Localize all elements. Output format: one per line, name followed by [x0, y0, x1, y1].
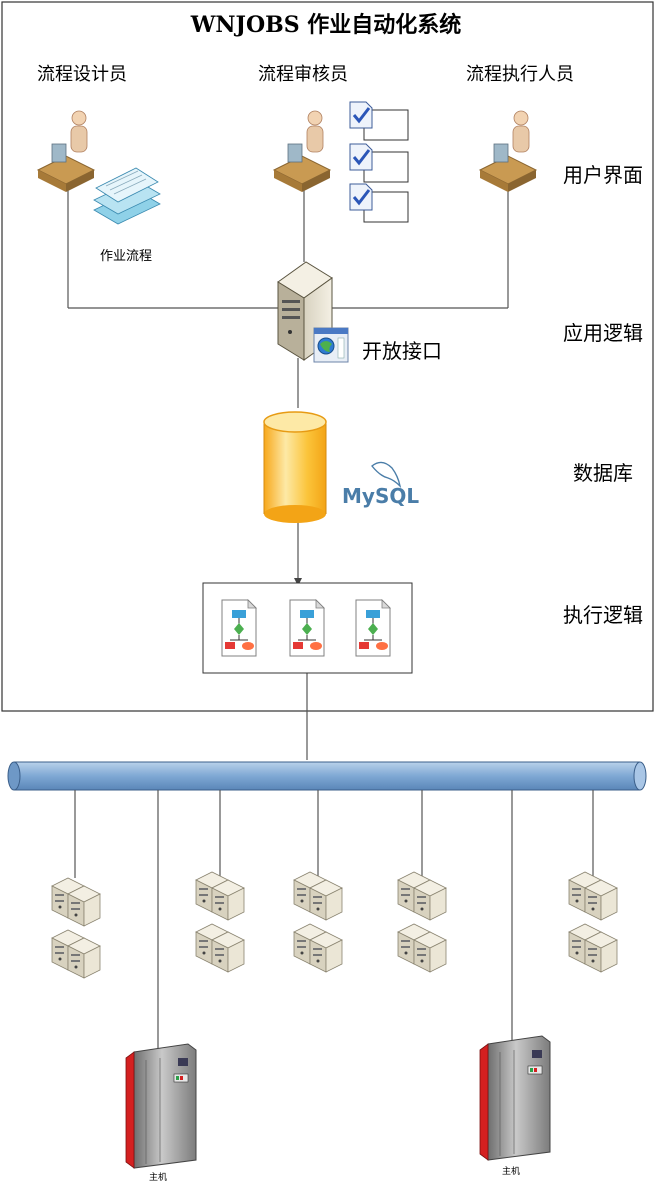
layer-app-label: 应用逻辑 [563, 321, 643, 345]
mysql-logo-icon: MySQL [342, 461, 419, 508]
designer-person-icon [37, 110, 95, 193]
mainframe-right-icon [479, 1035, 551, 1161]
server-stack-3 [294, 872, 342, 972]
layer-ui-label: 用户界面 [563, 163, 643, 187]
server-stack-1 [52, 878, 100, 978]
bus-drop-lines [74, 790, 594, 1048]
role-executor-label: 流程执行人员 [466, 64, 574, 85]
database-cylinder-icon [263, 411, 327, 523]
layer-exec-label: 执行逻辑 [563, 603, 643, 627]
workflow-label: 作业流程 [100, 249, 152, 264]
host-right-label: 主机 [502, 1165, 520, 1177]
executor-person-icon [479, 110, 537, 193]
server-stack-5 [569, 872, 617, 972]
server-stack-4 [398, 872, 446, 972]
workflow-documents-icon [93, 167, 161, 225]
open-api-icon [313, 327, 349, 363]
network-bus [7, 761, 647, 791]
open-api-label: 开放接口 [362, 339, 442, 363]
diagram-title: WNJOBS 作业自动化系统 [190, 12, 462, 38]
host-left-label: 主机 [149, 1171, 167, 1183]
mysql-text: MySQL [342, 484, 419, 508]
role-designer-label: 流程设计员 [37, 64, 127, 85]
system-frame [1, 1, 654, 712]
role-reviewer-label: 流程审核员 [258, 64, 348, 85]
connection-lines [67, 190, 509, 760]
checklist-icon [348, 100, 410, 224]
server-stack-2 [196, 872, 244, 972]
reviewer-person-icon [273, 110, 331, 193]
flowchart-doc-icon-2 [289, 599, 325, 657]
mainframe-left-icon [125, 1043, 197, 1169]
flowchart-doc-icon-3 [355, 599, 391, 657]
flowchart-doc-icon-1 [221, 599, 257, 657]
arrow-head [294, 578, 302, 586]
layer-db-label: 数据库 [573, 461, 633, 485]
